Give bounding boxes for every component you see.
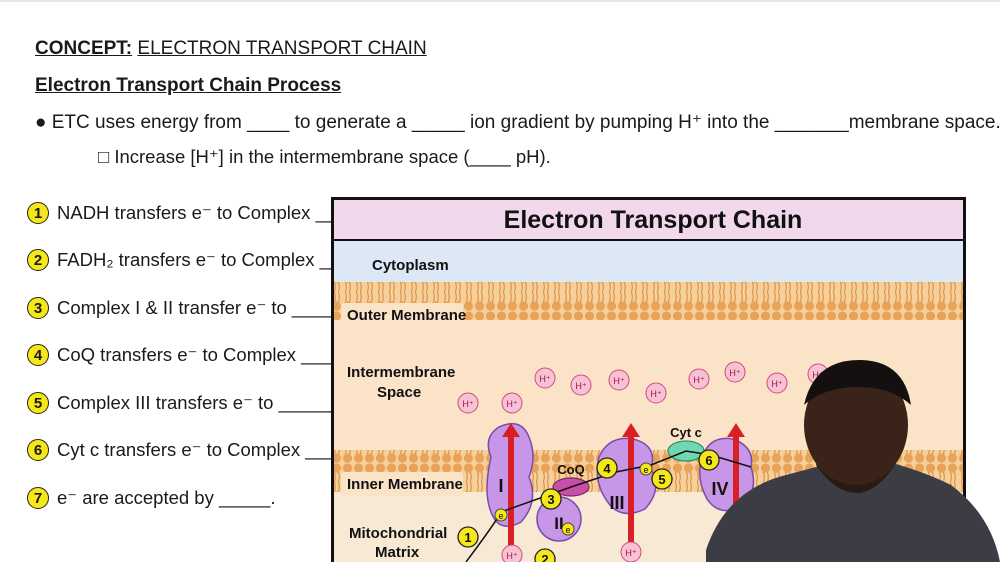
top-divider bbox=[0, 0, 1000, 2]
title-band bbox=[331, 197, 966, 240]
proton-label: H⁺ bbox=[539, 374, 550, 384]
proton-label: H⁺ bbox=[771, 379, 782, 389]
concept-prefix: CONCEPT: bbox=[35, 38, 133, 59]
proton-label: H⁺ bbox=[462, 399, 473, 409]
presenter-figure bbox=[706, 360, 1000, 562]
proton-label: H⁺ bbox=[575, 381, 586, 391]
marker-4-label: 4 bbox=[603, 461, 611, 476]
step-number-badge: 3 bbox=[27, 297, 49, 319]
step-number-badge: 4 bbox=[27, 344, 49, 366]
step-item: 2 FADH₂ transfers e⁻ to Complex __. bbox=[27, 247, 345, 273]
step-text: e⁻ are accepted by _____. bbox=[57, 487, 276, 508]
proton-ion: H⁺ bbox=[501, 544, 523, 562]
matrix-label-line1: Mitochondrial bbox=[349, 525, 447, 542]
proton-label: H⁺ bbox=[650, 389, 661, 399]
presenter-shirt bbox=[706, 460, 1000, 562]
marker-2 bbox=[534, 548, 556, 562]
cytoplasm-band bbox=[331, 240, 966, 282]
proton-ion: H⁺ bbox=[724, 361, 746, 383]
marker-2-label: 2 bbox=[541, 552, 548, 562]
intermembrane-label-line2: Space bbox=[377, 384, 421, 401]
proton-ion: H⁺ bbox=[766, 372, 788, 394]
step-text: CoQ transfers e⁻ to Complex ____. bbox=[57, 344, 348, 365]
concept-title: ELECTRON TRANSPORT CHAIN bbox=[137, 38, 427, 59]
step-item: 1 NADH transfers e⁻ to Complex __. bbox=[27, 200, 341, 226]
step-number-badge: 6 bbox=[27, 439, 49, 461]
marker-6 bbox=[698, 449, 720, 471]
step-text: Complex III transfers e⁻ to ______. bbox=[57, 392, 346, 413]
coq-label: CoQ bbox=[557, 462, 584, 477]
complex-iv-label: IV bbox=[711, 479, 728, 499]
step-item: 4 CoQ transfers e⁻ to Complex ____. bbox=[27, 342, 347, 368]
step-item: 3 Complex I & II transfer e⁻ to _____. bbox=[27, 295, 349, 321]
proton-label: H⁺ bbox=[506, 399, 517, 409]
outer-membrane-label-bg bbox=[341, 303, 463, 327]
proton-label: H⁺ bbox=[625, 548, 636, 558]
proton-ion: H⁺ bbox=[570, 374, 592, 396]
proton-label: H⁺ bbox=[812, 370, 823, 380]
electron-symbol: e bbox=[643, 465, 648, 475]
proton-label: H⁺ bbox=[613, 376, 624, 386]
electron-symbol: e bbox=[565, 525, 570, 535]
marker-5-label: 5 bbox=[658, 472, 665, 487]
matrix-label-line2: Matrix bbox=[375, 544, 420, 561]
electron-icon bbox=[639, 462, 653, 476]
proton-ion: H⁺ bbox=[688, 368, 710, 390]
proton-ion: H⁺ bbox=[534, 367, 556, 389]
cytc-label: Cyt c bbox=[670, 425, 702, 440]
section-subtitle: Electron Transport Chain Process bbox=[35, 75, 342, 96]
inner-membrane-label: Inner Membrane bbox=[347, 476, 463, 493]
proton-ion: H⁺ bbox=[501, 392, 523, 414]
proton-ion: H⁺ bbox=[608, 369, 630, 391]
step-item: 5 Complex III transfers e⁻ to ______. bbox=[27, 390, 345, 416]
step-number-badge: 1 bbox=[27, 202, 49, 224]
electron-icon bbox=[561, 522, 575, 536]
marker-1-label: 1 bbox=[464, 530, 471, 545]
presenter-head bbox=[804, 365, 908, 485]
presenter-hair bbox=[804, 360, 911, 405]
step-number-badge: 7 bbox=[27, 487, 49, 509]
complex-iii-label: III bbox=[609, 493, 624, 513]
inner-membrane-label-bg bbox=[341, 472, 463, 496]
complex-ii-label: II bbox=[554, 514, 563, 533]
proton-ion: H⁺ bbox=[620, 541, 642, 562]
main-bullet: ● ETC uses energy from ____ to generate … bbox=[35, 112, 1000, 133]
electron-icon bbox=[494, 508, 508, 522]
electron-symbol: e bbox=[498, 511, 503, 521]
step-item: 7 e⁻ are accepted by _____. bbox=[27, 485, 276, 511]
marker-1 bbox=[457, 526, 479, 548]
proton-ion: H⁺ bbox=[457, 392, 479, 414]
marker-3 bbox=[540, 488, 562, 510]
diagram-title: Electron Transport Chain bbox=[504, 206, 803, 234]
marker-5 bbox=[651, 468, 673, 490]
step-item: 6 Cyt c transfers e⁻ to Complex ____. bbox=[27, 437, 352, 463]
marker-4 bbox=[596, 457, 618, 479]
step-text: Complex I & II transfer e⁻ to _____. bbox=[57, 297, 349, 318]
marker-3-label: 3 bbox=[547, 492, 554, 507]
sub-bullet: □ Increase [H⁺] in the intermembrane spa… bbox=[98, 146, 551, 167]
step-text: FADH₂ transfers e⁻ to Complex __. bbox=[57, 249, 346, 270]
intermembrane-label-line1: Intermembrane bbox=[347, 364, 455, 381]
concept-heading: CONCEPT: ELECTRON TRANSPORT CHAIN bbox=[35, 38, 427, 60]
proton-label: H⁺ bbox=[729, 368, 740, 378]
outer-membrane-label: Outer Membrane bbox=[347, 307, 466, 324]
step-text: NADH transfers e⁻ to Complex __. bbox=[57, 202, 342, 223]
proton-label: H⁺ bbox=[693, 375, 704, 385]
step-number-badge: 5 bbox=[27, 392, 49, 414]
step-text: Cyt c transfers e⁻ to Complex ____. bbox=[57, 439, 352, 460]
complex-i-label: I bbox=[498, 476, 503, 496]
cytoplasm-label: Cytoplasm bbox=[372, 257, 449, 274]
step-number-badge: 2 bbox=[27, 249, 49, 271]
proton-ion: H⁺ bbox=[645, 382, 667, 404]
diagram-frame bbox=[331, 197, 966, 562]
proton-label: H⁺ bbox=[506, 551, 517, 561]
marker-6-label: 6 bbox=[705, 453, 712, 468]
